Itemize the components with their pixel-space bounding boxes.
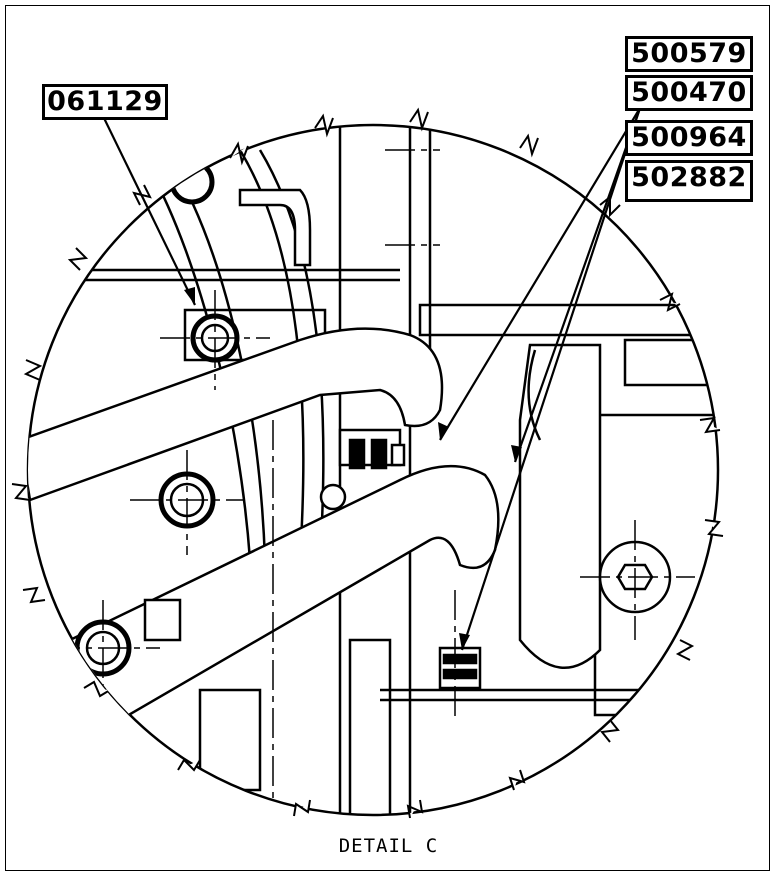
callout-502882: 502882 <box>625 160 753 202</box>
callout-500470: 500470 <box>625 75 753 111</box>
detail-caption: DETAIL C <box>338 835 439 857</box>
leader-arrowheads <box>184 287 522 650</box>
callout-500579: 500579 <box>625 36 753 72</box>
callout-061129: 061129 <box>42 84 168 120</box>
leader-lines <box>102 107 642 651</box>
callout-500964: 500964 <box>625 120 753 156</box>
machinery-linework <box>28 125 718 815</box>
break-marks <box>11 107 724 819</box>
drawing-border <box>5 5 770 871</box>
